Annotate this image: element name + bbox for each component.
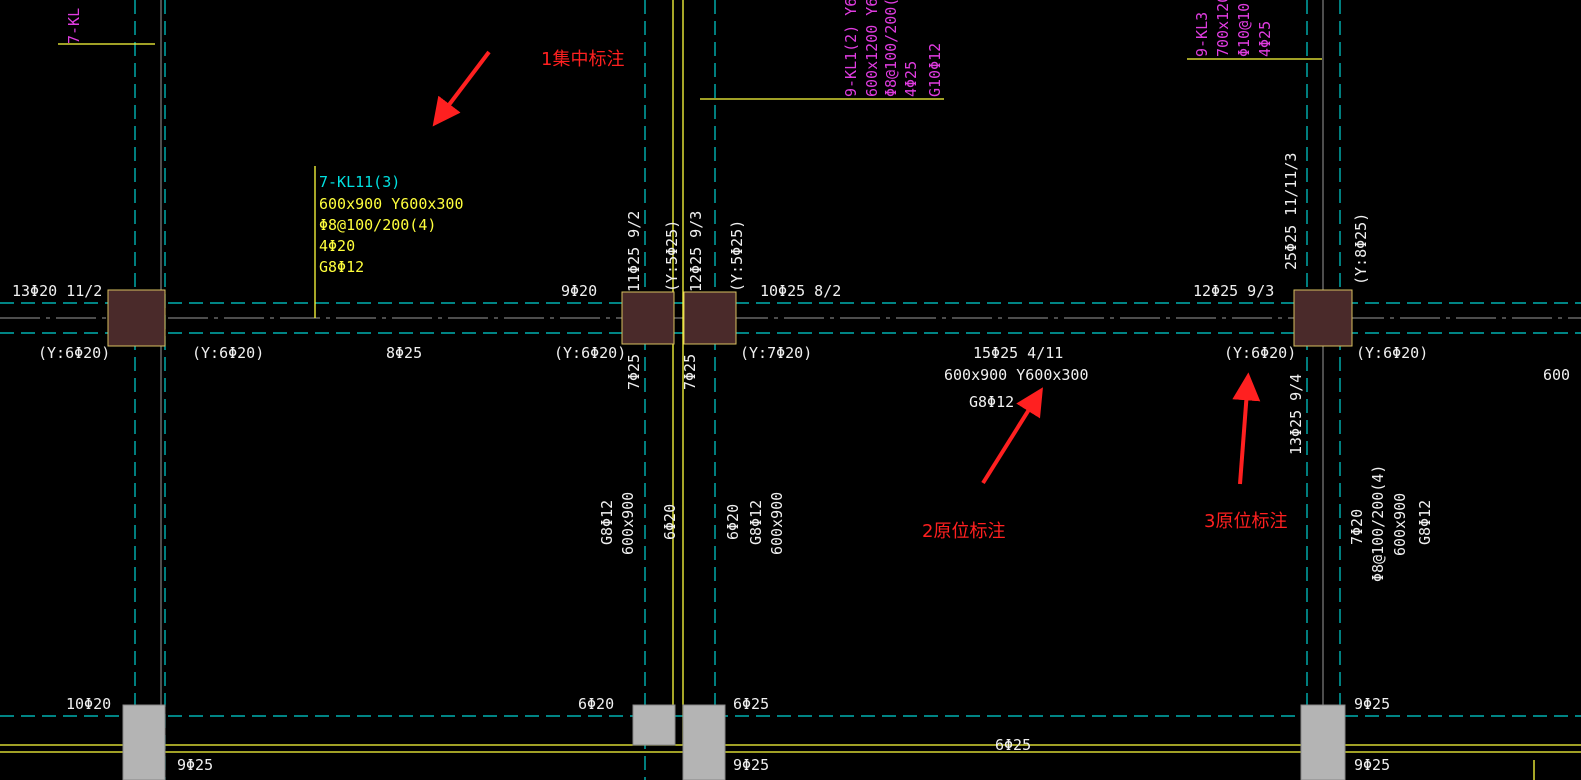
col4-d: G8Φ12 (1416, 500, 1434, 545)
note-2: 2原位标注 (922, 521, 1005, 542)
col3-c: 600x900 (768, 492, 786, 555)
v2-haunch: (Y:5Φ25) (728, 220, 746, 292)
arrow-1 (432, 50, 491, 127)
top-mid-line5: G10Φ12 (926, 43, 944, 97)
column-brown-3[interactable] (683, 291, 737, 345)
left-haunch: (Y:6Φ20) (38, 344, 110, 362)
rc-haunch: (Y:8Φ25) (1352, 213, 1370, 285)
column-gray-2[interactable] (632, 704, 676, 746)
top-left-beam-label: 7-KL (65, 8, 83, 44)
bottom-label-2: 9Φ25 (177, 756, 213, 774)
v2-top: 12Φ25 9/3 (687, 211, 705, 292)
column-brown-2[interactable] (621, 291, 675, 345)
vertical-beam-labels: G8Φ12 600x900 6Φ20 6Φ20 G8Φ12 600x900 7Φ… (598, 465, 1434, 582)
bottom-label-8: 9Φ25 (1354, 756, 1390, 774)
top-mid-line4: 4Φ25 (902, 61, 920, 97)
bottom-beam-labels: 10Φ20 9Φ25 6Φ20 6Φ25 9Φ25 6Φ25 9Φ25 9Φ25 (66, 695, 1390, 774)
col4-a: 7Φ20 (1348, 509, 1366, 545)
collective-annotation[interactable]: 7-KL11(3) 600x900 Y600x300 Φ8@100/200(4)… (319, 173, 464, 276)
note-1: 1集中标注 (541, 49, 624, 70)
span2-bottom: 15Φ25 4/11 (973, 344, 1063, 362)
v1-haunch: (Y:5Φ25) (663, 220, 681, 292)
top-mid-line3: Φ8@100/200( (882, 0, 900, 97)
beam-side-bars-label: G8Φ12 (319, 258, 364, 276)
top-right-line4: 4Φ25 (1256, 21, 1274, 57)
col3-a: 6Φ20 (724, 504, 742, 540)
top-left-beam-annotation: 7-KL (65, 8, 83, 44)
left-haunch-2: (Y:6Φ20) (192, 344, 264, 362)
top-right-line1: 9-KL3 (1193, 12, 1211, 57)
support2-haunch: (Y:6Φ20) (554, 344, 626, 362)
left-support-top: 13Φ20 11/2 (12, 282, 102, 300)
column-brown-4[interactable] (1293, 289, 1353, 347)
bottom-label-1: 10Φ20 (66, 695, 111, 713)
col2: 6Φ20 (661, 504, 679, 540)
columns (107, 289, 1353, 780)
bottom-bars-span1: 8Φ25 (386, 344, 422, 362)
arrow-3 (1232, 372, 1261, 485)
beam-stirrup-label: Φ8@100/200(4) (319, 216, 436, 234)
col1-b: 600x900 (619, 492, 637, 555)
top-right-line3: Φ10@10 (1235, 3, 1253, 57)
col3-b: G8Φ12 (747, 500, 765, 545)
top-mid-line1: 9-KL1(2) Y60 (842, 0, 860, 97)
v1-top: 11Φ25 9/2 (625, 211, 643, 292)
v1-bottom: 7Φ25 (625, 354, 643, 390)
bottom-label-7: 9Φ25 (1354, 695, 1390, 713)
col4-c: 600x900 (1391, 493, 1409, 556)
arrow-2 (981, 387, 1043, 485)
rc-bottom: 13Φ25 9/4 (1287, 374, 1305, 455)
bottom-label-3: 6Φ20 (578, 695, 614, 713)
support3-haunch: (Y:7Φ20) (740, 344, 812, 362)
span3-top: 12Φ25 9/3 (1193, 282, 1274, 300)
beam-id-label: 7-KL11(3) (319, 173, 400, 191)
right-haunch-1: (Y:6Φ20) (1224, 344, 1296, 362)
bottom-label-5: 9Φ25 (733, 756, 769, 774)
col1-a: G8Φ12 (598, 500, 616, 545)
span2-size: 600x900 Y600x300 (944, 366, 1089, 384)
v2-bottom: 7Φ25 (681, 354, 699, 390)
support2-top: 9Φ20 (561, 282, 597, 300)
beam-top-bars-label: 4Φ20 (319, 237, 355, 255)
main-beam-labels: 13Φ20 11/2 (Y:6Φ20) (Y:6Φ20) 8Φ25 9Φ20 (… (12, 153, 1570, 455)
right-haunch-2: (Y:6Φ20) (1356, 344, 1428, 362)
col4-b: Φ8@100/200(4) (1369, 465, 1387, 582)
top-mid-line2: 600x1200 Y60 (863, 0, 881, 97)
rc-top: 25Φ25 11/11/3 (1282, 153, 1300, 270)
column-gray-4[interactable] (1300, 704, 1346, 780)
column-gray-3[interactable] (682, 704, 726, 780)
column-brown-1[interactable] (107, 289, 166, 347)
note-3: 3原位标注 (1204, 511, 1287, 532)
bottom-label-6: 6Φ25 (995, 736, 1031, 754)
bottom-label-4: 6Φ25 (733, 695, 769, 713)
column-gray-1[interactable] (122, 704, 166, 780)
top-mid-beam-annotation: 9-KL1(2) Y60 600x1200 Y60 Φ8@100/200( 4Φ… (842, 0, 944, 97)
red-annotations: 1集中标注 2原位标注 3原位标注 (432, 49, 1287, 542)
span2-side: G8Φ12 (969, 393, 1014, 411)
top-right-line2: 700x120 (1214, 0, 1232, 57)
top-right-beam-annotation: 9-KL3 700x120 Φ10@10 4Φ25 (1193, 0, 1274, 57)
beam-size-label: 600x900 Y600x300 (319, 195, 464, 213)
right-edge-label: 600 (1543, 366, 1570, 384)
span2-top: 10Φ25 8/2 (760, 282, 841, 300)
